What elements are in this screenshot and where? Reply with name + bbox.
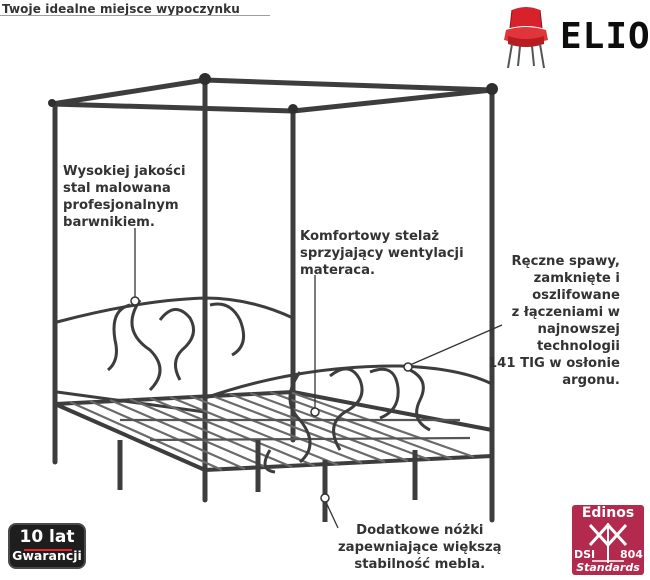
certificate-left-code: DSI — [574, 548, 596, 561]
red-chair-icon — [504, 7, 548, 69]
warranty-badge: 10 lat Gwarancji — [8, 523, 86, 569]
warranty-label: Gwarancji — [12, 548, 82, 563]
welds-annotation: Ręczne spawy, zamknięte i oszlifowane z … — [488, 254, 620, 388]
certificate-emblem-icon — [588, 522, 628, 563]
certificate-badge: Edinos DSI 804 Standards — [572, 505, 644, 575]
legs-annotation: Dodatkowe nóżki zapewniające większą sta… — [338, 523, 502, 572]
certificate-footer: Standards — [576, 561, 640, 574]
slats-annotation: Komfortowy stelaż sprzyjający wentylacji… — [300, 229, 464, 278]
brand-logo: ELIOR — [498, 6, 650, 76]
brand-name: ELIOR — [560, 16, 650, 57]
warranty-years: 10 lat — [19, 527, 75, 547]
certificate-right-code: 804 — [620, 548, 643, 561]
certificate-brand: Edinos — [581, 505, 635, 521]
steel-annotation: Wysokiej jakości stal malowana profesjon… — [63, 164, 186, 230]
tagline: Twoje idealne miejsce wypoczynku — [2, 2, 240, 16]
warranty-divider — [24, 549, 72, 551]
tagline-underline — [0, 15, 270, 16]
